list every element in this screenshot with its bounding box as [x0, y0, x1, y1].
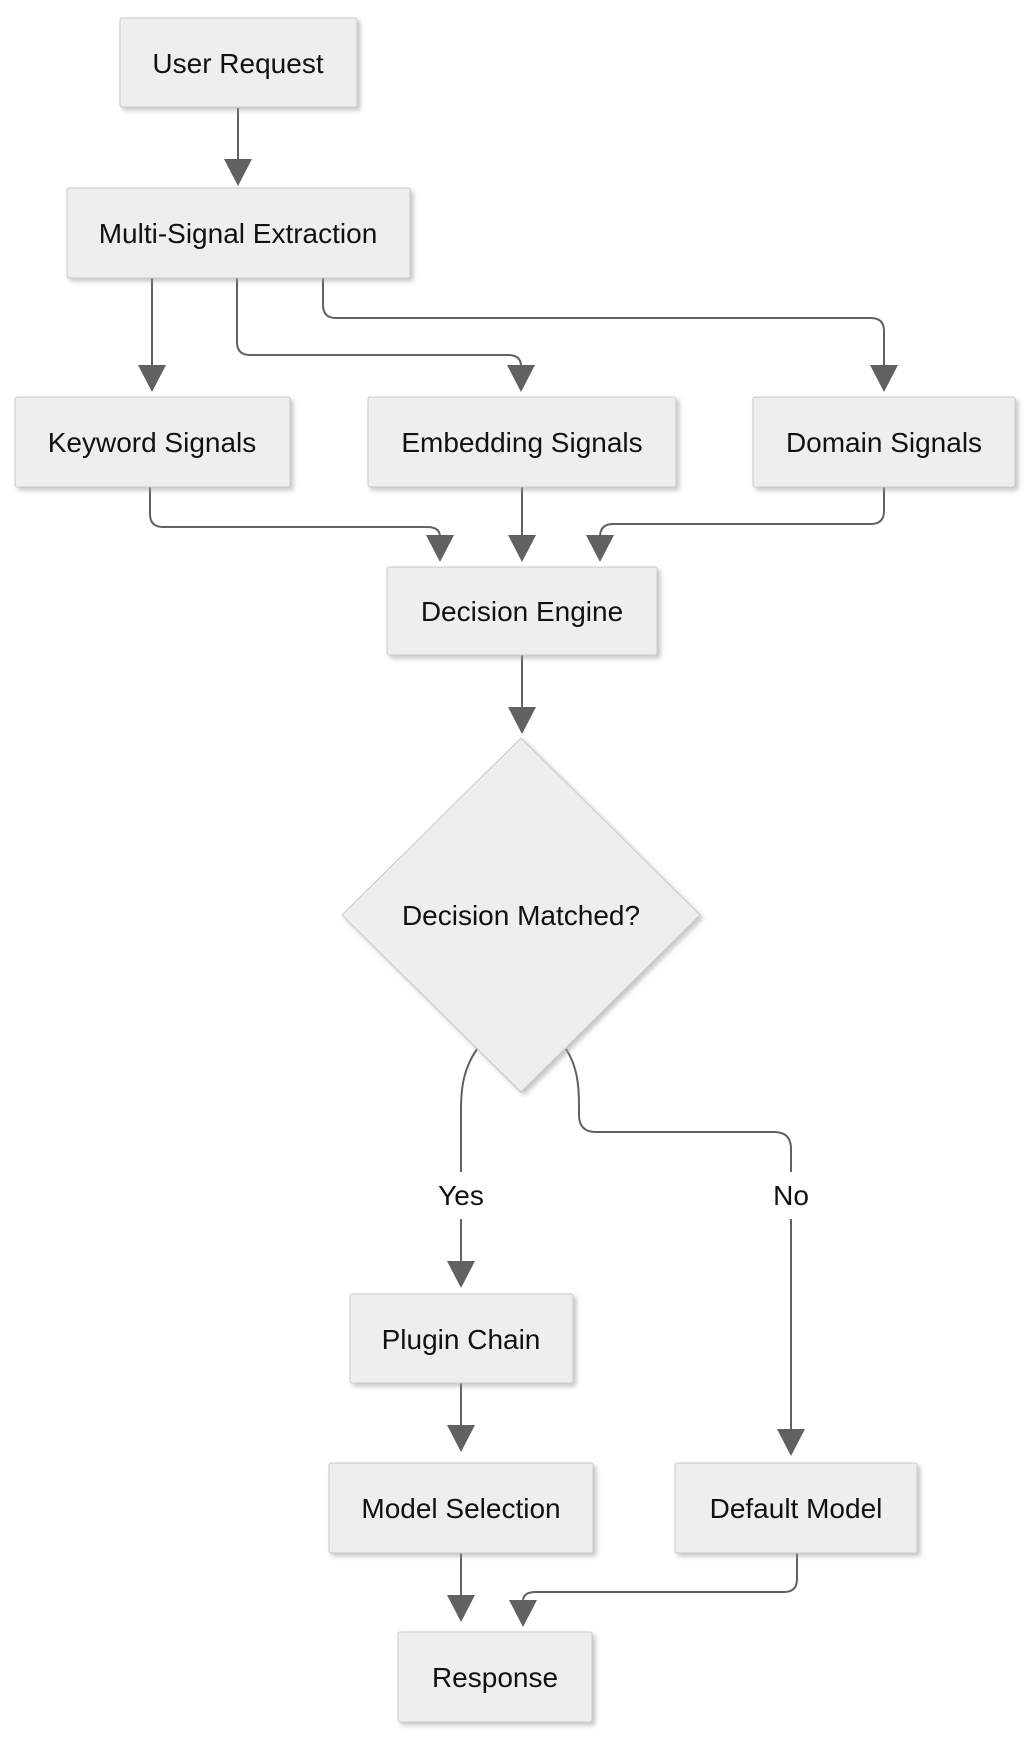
node-user-request: User Request [119, 17, 358, 108]
node-keyword-signals: Keyword Signals [14, 396, 291, 488]
arrowhead-icon [426, 535, 454, 562]
edge-multi-signal-extraction-to-embedding-signals [236, 278, 535, 392]
node-box [328, 1462, 594, 1554]
node-label: User Request [152, 48, 323, 79]
node-label: Domain Signals [786, 427, 982, 458]
arrowhead-icon [138, 365, 166, 392]
edge-line [599, 487, 885, 538]
arrowhead-icon [508, 535, 536, 562]
edge-plugin-chain-to-model-selection [447, 1383, 475, 1452]
node-label: Default Model [710, 1493, 883, 1524]
arrowhead-icon [870, 365, 898, 392]
arrowhead-icon [447, 1261, 475, 1288]
node-label: Decision Matched? [402, 900, 640, 931]
edge-label-no: No [773, 1180, 809, 1211]
node-response: Response [397, 1631, 593, 1723]
decision-diamond [341, 737, 701, 1093]
edge-line [565, 1048, 792, 1172]
edge-user-request-to-multi-signal-extraction [224, 108, 252, 186]
node-box [674, 1462, 918, 1554]
arrowhead-icon [586, 535, 614, 562]
node-embedding-signals: Embedding Signals [367, 396, 677, 488]
node-domain-signals: Domain Signals [752, 396, 1016, 488]
node-box [14, 396, 291, 488]
node-box [752, 396, 1016, 488]
arrowhead-icon [447, 1425, 475, 1452]
arrowhead-icon [777, 1429, 805, 1456]
arrowhead-icon [224, 159, 252, 186]
node-label: Keyword Signals [48, 427, 257, 458]
edges-layer: Yes No [138, 108, 898, 1627]
node-label: Decision Engine [421, 596, 623, 627]
node-box [119, 17, 358, 108]
node-label: Multi-Signal Extraction [99, 218, 378, 249]
node-box [386, 566, 658, 656]
arrowhead-icon [508, 707, 536, 734]
edge-multi-signal-extraction-to-keyword-signals [138, 278, 166, 392]
edge-decision-engine-to-decision-matched [508, 655, 536, 734]
nodes-layer: User Request Multi-Signal Extraction Key… [14, 17, 1016, 1723]
node-box [367, 396, 677, 488]
node-label: Embedding Signals [401, 427, 642, 458]
edge-multi-signal-extraction-to-domain-signals [322, 278, 898, 392]
edge-line [460, 1048, 478, 1172]
node-default-model: Default Model [674, 1462, 918, 1554]
node-label: Plugin Chain [382, 1324, 541, 1355]
node-model-selection: Model Selection [328, 1462, 594, 1554]
edge-decision-matched-to-default-model: No [565, 1048, 809, 1456]
node-decision-engine: Decision Engine [386, 566, 658, 656]
arrowhead-icon [507, 365, 535, 392]
arrowhead-icon [447, 1595, 475, 1622]
edge-line [522, 1553, 798, 1602]
node-multi-signal-extraction: Multi-Signal Extraction [66, 187, 411, 279]
edge-model-selection-to-response [447, 1553, 475, 1622]
node-box [397, 1631, 593, 1723]
edge-line [322, 278, 885, 366]
edge-domain-signals-to-decision-engine [586, 487, 885, 562]
node-label: Model Selection [361, 1493, 560, 1524]
node-box [349, 1293, 574, 1384]
edge-default-model-to-response [509, 1553, 798, 1627]
edge-line [236, 278, 522, 367]
edge-label-yes: Yes [438, 1180, 484, 1211]
node-label: Response [432, 1662, 558, 1693]
node-plugin-chain: Plugin Chain [349, 1293, 574, 1384]
node-decision-matched: Decision Matched? [341, 737, 701, 1093]
node-box [66, 187, 411, 279]
edge-line [149, 487, 441, 538]
edge-keyword-signals-to-decision-engine [149, 487, 454, 562]
edge-embedding-signals-to-decision-engine [508, 487, 536, 562]
edge-decision-matched-to-plugin-chain: Yes [438, 1048, 484, 1288]
arrowhead-icon [509, 1600, 537, 1627]
